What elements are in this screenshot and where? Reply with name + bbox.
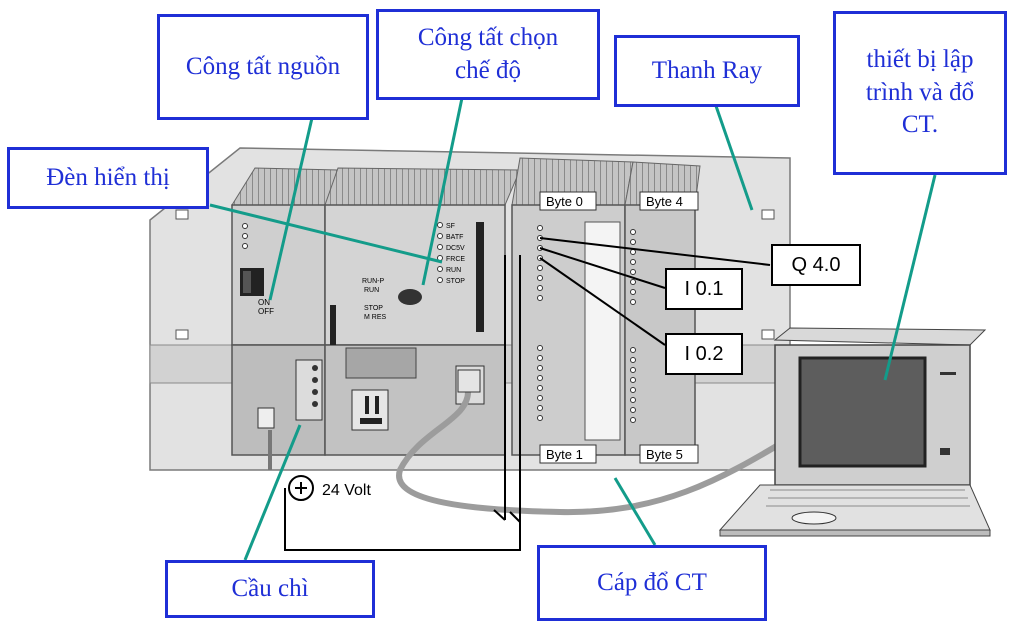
supply-voltage-label: 24 Volt: [322, 482, 371, 499]
fuse-callout: Cầu chì: [165, 560, 375, 618]
byte5-label: Byte 5: [646, 447, 683, 462]
mode-switch-callout: Công tất chọn chế độ: [376, 9, 600, 100]
i01-tag: I 0.1: [665, 268, 743, 310]
rail-slot-icon: [176, 210, 188, 219]
mode-key-switch-icon: [398, 289, 422, 305]
cpu-led: [438, 245, 443, 250]
cpu-led: [438, 278, 443, 283]
byte0-label: Byte 0: [546, 194, 583, 209]
cpu-led-label: RUN: [446, 267, 461, 274]
programmer-callout: thiết bị lập trình và đổ CT.: [833, 11, 1007, 175]
indicator-lights-callout: Đèn hiển thị: [7, 147, 209, 209]
byte1-label: Byte 1: [546, 447, 583, 462]
psu-on-label: ON: [258, 298, 270, 307]
cpu-led-label: SF: [446, 223, 455, 230]
mode-mres-label: M RES: [364, 314, 387, 321]
cpu-led-label: FRCE: [446, 256, 465, 263]
byte4-label: Byte 4: [646, 194, 683, 209]
psu-off-label: OFF: [258, 307, 274, 316]
cpu-led-label: DC5V: [446, 245, 465, 252]
download-cable-callout: Cáp đổ CT: [537, 545, 767, 621]
rail-slot-icon: [762, 210, 774, 219]
cpu-led-label: BATF: [446, 234, 463, 241]
i02-tag: I 0.2: [665, 333, 743, 375]
cpu-led: [438, 267, 443, 272]
cpu-led: [438, 234, 443, 239]
mode-stop-label: STOP: [364, 305, 383, 312]
q40-tag: Q 4.0: [771, 244, 861, 286]
power-switch-callout: Công tất nguồn: [157, 14, 369, 120]
cpu-led: [438, 223, 443, 228]
rail-callout: Thanh Ray: [614, 35, 800, 107]
mode-run-label: RUN: [364, 287, 379, 294]
cpu-module: [325, 168, 520, 455]
rail-slot-icon: [176, 330, 188, 339]
rail-slot-icon: [762, 330, 774, 339]
mode-runp-label: RUN-P: [362, 278, 384, 285]
cpu-led-label: STOP: [446, 278, 465, 285]
